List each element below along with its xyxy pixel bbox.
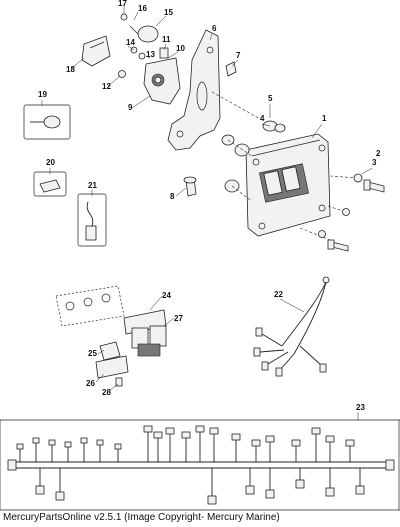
relay-plug-inset: [77, 193, 107, 247]
callout-26: 26: [86, 379, 95, 388]
callout-labels: 1 22 3 2 4 5 6 7 8 9 10 11 12 13 14 15 1…: [38, 0, 381, 412]
copyright-caption: MercuryPartsOnline v2.5.1 (Image Copyrig…: [3, 512, 280, 523]
callout-5: 5: [268, 94, 273, 103]
callout-9: 9: [128, 103, 133, 112]
callout-4: 4: [260, 114, 265, 123]
mounting-bracket: [167, 29, 221, 151]
callout-24: 24: [162, 291, 171, 300]
callout-15: 15: [164, 8, 173, 17]
callout-7: 7: [236, 51, 241, 60]
callout-6: 6: [212, 24, 217, 33]
callout-27: 27: [174, 314, 183, 323]
callout-1: 1: [322, 114, 327, 123]
isolator-grommets: [221, 120, 286, 193]
callout-16: 16: [138, 4, 147, 13]
callout-13: 13: [146, 50, 155, 59]
callout-18: 18: [66, 65, 75, 74]
relay-fuse-block: [55, 285, 167, 387]
callout-28: 28: [102, 388, 111, 397]
callout-12: 12: [102, 82, 111, 91]
wire-harness-small: [253, 276, 330, 377]
ecm-module: [245, 133, 331, 237]
callout-2: 2: [376, 149, 381, 158]
callout-22: 22: [274, 290, 283, 299]
fuse-holder-inset: [23, 104, 71, 140]
callout-19: 19: [38, 90, 47, 99]
callout-3: 3: [372, 158, 377, 167]
callout-10: 10: [176, 44, 185, 53]
clip-inset: [33, 171, 67, 197]
callout-23: 23: [356, 403, 365, 412]
callout-14: 14: [126, 38, 135, 47]
callout-8: 8: [170, 192, 175, 201]
bolts-and-washers: [183, 61, 385, 252]
callout-17: 17: [118, 0, 127, 8]
sensor-cluster: [118, 13, 181, 105]
main-wire-harness: [0, 419, 400, 511]
leader-lines: [41, 4, 373, 420]
callout-11: 11: [162, 35, 171, 44]
connector-bracket: [81, 35, 111, 67]
callout-20: 20: [46, 158, 55, 167]
callout-25: 25: [88, 349, 97, 358]
callout-21: 21: [88, 181, 97, 190]
